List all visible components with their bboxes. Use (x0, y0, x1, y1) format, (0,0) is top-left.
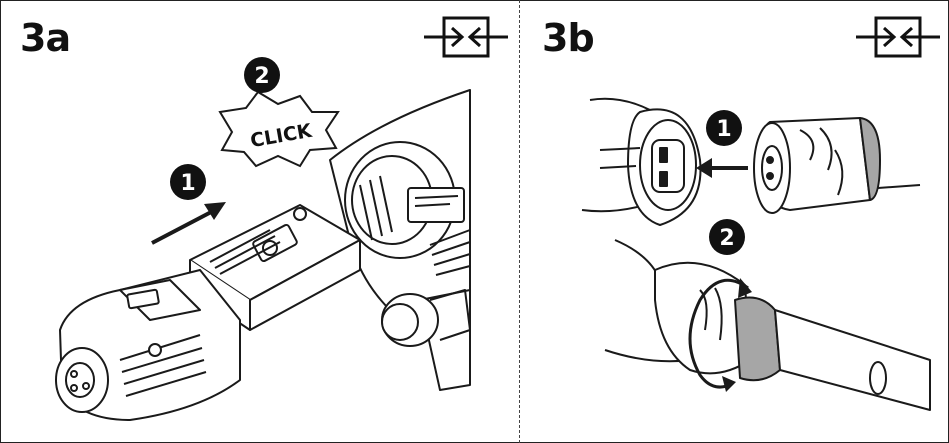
hot-air-tool-illustration (55, 89, 471, 421)
twist-arrow-head-top (738, 278, 752, 298)
connector-illustration-bottom (604, 239, 931, 411)
connector-illustration-top (581, 97, 921, 226)
panel-3a-label: 3a (20, 16, 71, 60)
twist-lock-arrow (688, 278, 749, 389)
insert-arrow (151, 208, 216, 245)
step-badge-1-label: 1 (716, 117, 731, 142)
panel-3b-label: 3b (542, 16, 595, 60)
insert-arrow-head (204, 202, 226, 220)
connect-arrows-icon (856, 16, 940, 58)
step-badge-1-label: 1 (180, 171, 195, 196)
twist-arrow-head-bottom (722, 376, 736, 392)
click-burst (218, 90, 340, 168)
step-badge-1: 1 (170, 164, 206, 200)
plug-in-arrow-head (696, 158, 712, 178)
step-badge-2-label: 2 (254, 64, 269, 89)
step-badge-1: 1 (706, 110, 742, 146)
panel-divider (519, 0, 520, 443)
step-badge-2: 2 (709, 219, 745, 255)
step-badge-2: 2 (244, 57, 280, 93)
step-badge-2-label: 2 (719, 226, 734, 251)
connect-arrows-icon (424, 16, 508, 58)
